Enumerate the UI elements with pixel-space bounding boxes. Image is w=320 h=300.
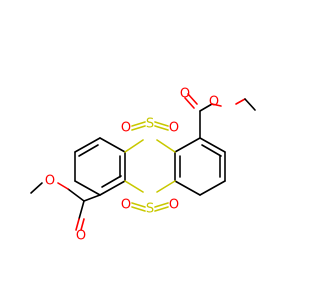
bond [99,137,126,153]
upper-right-ester [184,93,256,139]
atom-oxygen-ester-left-bridge: O [45,174,55,189]
lower-sulfone [131,202,169,212]
atom-sulfur-lower: S [146,202,154,217]
bond-double [78,144,99,157]
atom-oxygen-ester-top-carbonyl: O [180,87,190,102]
upper-sulfone [131,121,169,131]
atom-oxygen-ester-top-bridge: O [209,95,219,110]
bond-o [57,182,69,190]
bond-o [75,218,80,231]
bond [78,200,85,220]
bond-o [184,97,195,109]
bond [74,137,101,153]
bond-double [201,144,222,157]
left-benzene-ring [74,137,126,196]
atom-oxygen-lower-right: O [169,198,179,213]
bond-s-o [154,125,169,131]
bond-c-s [156,139,176,153]
atom-labels: S S O O O O O O O O [45,87,219,244]
atom-sulfur-upper: S [146,117,154,132]
bond [199,103,213,112]
bond [83,194,101,202]
bond [174,137,201,153]
lower-left-ester [30,182,101,231]
bond [244,98,256,111]
bond-s-o [131,206,146,212]
atom-oxygen-ester-left-carbonyl: O [76,229,86,244]
atom-oxygen-lower-left: O [121,198,131,213]
molecule-structure: S S O O O O O O O O [30,87,256,244]
bond-o [187,93,198,105]
bond [174,180,201,196]
bond-o [235,98,246,105]
central-ring [124,139,176,193]
molecule-canvas: S S O O O O O O O O [30,86,256,244]
bond [199,137,226,153]
bond [99,180,126,196]
bond-c-s [124,139,144,153]
atom-oxygen-upper-right: O [169,121,179,136]
bond-s-o [131,202,146,208]
bond-s-o [154,206,169,212]
bond [67,188,85,202]
bond-o [80,218,85,231]
bond-c-s [156,180,176,193]
bond-double [101,175,122,188]
bond-s-o [154,121,169,127]
bond-s-o [131,125,146,131]
bond-s-o [154,202,169,208]
bond-s-o [131,121,146,127]
bond [74,180,101,196]
bond [199,180,226,196]
right-benzene-ring [174,137,226,196]
bond-c-s [124,180,144,193]
bond [30,182,43,194]
bond-o [211,103,222,107]
atom-oxygen-upper-left: O [121,121,131,136]
